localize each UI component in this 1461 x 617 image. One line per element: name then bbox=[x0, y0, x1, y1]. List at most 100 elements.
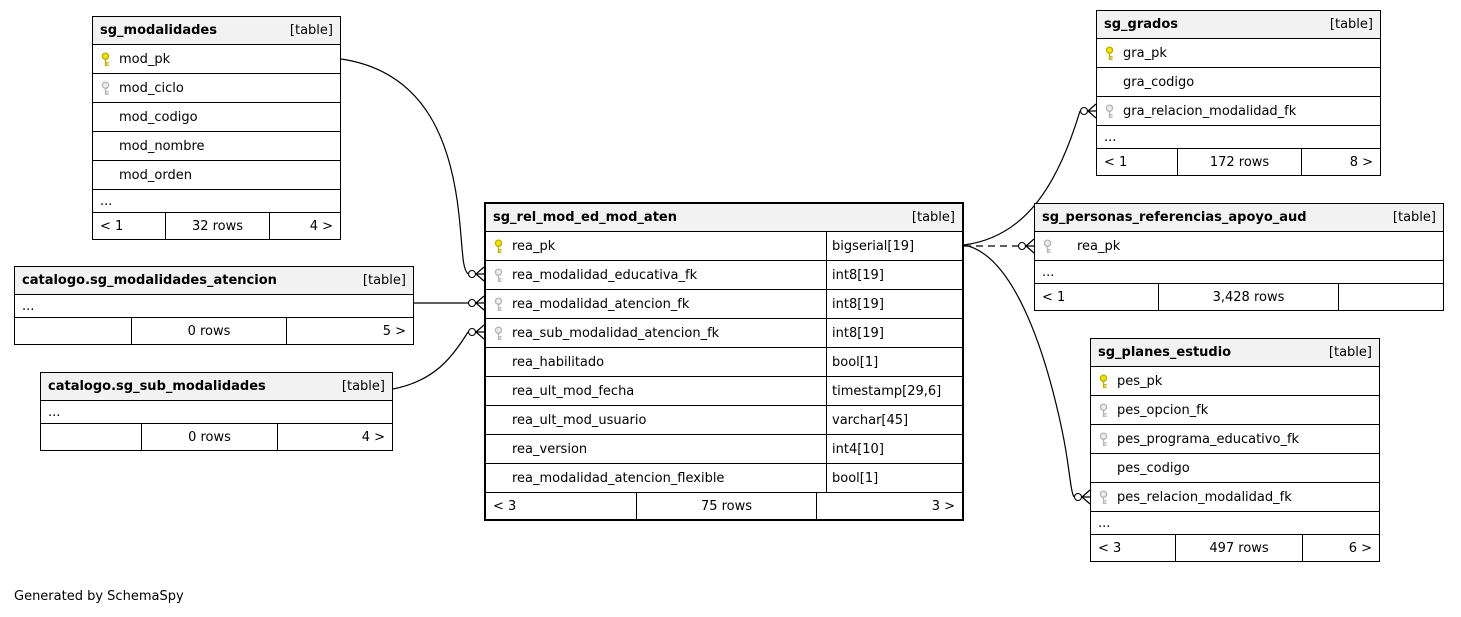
foreign-key-icon bbox=[1091, 402, 1115, 418]
table-row: pes_relacion_modalidad_fk bbox=[1091, 483, 1379, 512]
footer-rowcount: 172 rows bbox=[1177, 149, 1301, 175]
generator-caption: Generated by SchemaSpy bbox=[14, 589, 184, 604]
footer-rowcount: 75 rows bbox=[636, 493, 816, 519]
table-type-badge: [table] bbox=[1329, 17, 1373, 32]
column-name: rea_modalidad_educativa_fk bbox=[512, 267, 698, 283]
table-header[interactable]: catalogo.sg_sub_modalidades [table] bbox=[41, 373, 392, 401]
foreign-key-icon bbox=[486, 267, 510, 283]
column-name: pes_pk bbox=[1117, 373, 1163, 389]
column-type: bool[1] bbox=[826, 348, 962, 376]
table-sg_modalidades[interactable]: sg_modalidades [table] mod_pk mod_ciclo … bbox=[92, 16, 341, 240]
table-type-badge: [table] bbox=[362, 273, 406, 288]
table-row: rea_habilitado bool[1] bbox=[486, 348, 962, 377]
column-type: bigserial[19] bbox=[826, 232, 962, 260]
more-columns-indicator: ... bbox=[41, 401, 392, 424]
table-row: pes_codigo bbox=[1091, 454, 1379, 483]
table-row: gra_pk bbox=[1097, 39, 1380, 68]
table-footer: < 1 172 rows 8 > bbox=[1097, 149, 1380, 175]
table-row: rea_modalidad_educativa_fk int8[19] bbox=[486, 261, 962, 290]
table-header[interactable]: sg_grados [table] bbox=[1097, 11, 1380, 39]
column-name: pes_codigo bbox=[1117, 460, 1190, 476]
edge-sg_rel_mod_ed_mod_aten-to-sg_personas_referencias_apoyo_aud bbox=[964, 238, 1035, 254]
footer-parents: < 3 bbox=[493, 498, 517, 514]
footer-rowcount: 0 rows bbox=[131, 318, 286, 344]
foreign-key-icon bbox=[1097, 103, 1121, 119]
column-name: mod_pk bbox=[119, 51, 171, 67]
footer-parents: < 1 bbox=[1104, 154, 1128, 170]
column-name: mod_ciclo bbox=[119, 80, 184, 96]
table-row: rea_sub_modalidad_atencion_fk int8[19] bbox=[486, 319, 962, 348]
table-row: mod_pk bbox=[93, 45, 340, 74]
table-sg_grados[interactable]: sg_grados [table] gra_pk gra_codigo gra_… bbox=[1096, 10, 1381, 176]
table-footer: < 1 3,428 rows bbox=[1035, 284, 1443, 310]
footer-rowcount: 497 rows bbox=[1175, 535, 1302, 561]
column-name: rea_version bbox=[512, 441, 588, 457]
column-name: rea_modalidad_atencion_flexible bbox=[512, 470, 725, 486]
more-columns-indicator: ... bbox=[15, 295, 413, 318]
column-name: rea_modalidad_atencion_fk bbox=[512, 296, 690, 312]
column-name: mod_codigo bbox=[119, 109, 198, 125]
more-columns-indicator: ... bbox=[1035, 261, 1443, 284]
table-row: mod_orden bbox=[93, 161, 340, 190]
table-row: mod_ciclo bbox=[93, 74, 340, 103]
table-sg_rel_mod_ed_mod_aten[interactable]: sg_rel_mod_ed_mod_aten [table] rea_pk bi… bbox=[484, 202, 964, 521]
footer-rowcount: 32 rows bbox=[165, 213, 269, 239]
foreign-key-icon bbox=[1091, 489, 1115, 505]
column-type: bool[1] bbox=[826, 464, 962, 492]
column-name: rea_ult_mod_usuario bbox=[512, 412, 647, 428]
footer-children: 6 > bbox=[1302, 535, 1379, 561]
table-row: rea_ult_mod_fecha timestamp[29,6] bbox=[486, 377, 962, 406]
table-title: sg_personas_referencias_apoyo_aud bbox=[1042, 210, 1307, 225]
column-name: mod_nombre bbox=[119, 138, 205, 154]
column-type: varchar[45] bbox=[826, 406, 962, 434]
table-row: rea_pk bbox=[1035, 232, 1443, 261]
table-row: rea_ult_mod_usuario varchar[45] bbox=[486, 406, 962, 435]
table-row: pes_pk bbox=[1091, 367, 1379, 396]
table-header[interactable]: sg_rel_mod_ed_mod_aten [table] bbox=[486, 204, 962, 232]
table-catalogo_sg_modalidades_atencion[interactable]: catalogo.sg_modalidades_atencion [table]… bbox=[14, 266, 414, 345]
table-title: sg_grados bbox=[1104, 17, 1179, 32]
table-footer: < 1 32 rows 4 > bbox=[93, 213, 340, 239]
primary-key-icon bbox=[1091, 373, 1115, 389]
column-name: pes_opcion_fk bbox=[1117, 402, 1209, 418]
table-sg_personas_referencias_apoyo_aud[interactable]: sg_personas_referencias_apoyo_aud [table… bbox=[1034, 203, 1444, 311]
more-columns-indicator: ... bbox=[93, 190, 340, 213]
table-row: gra_relacion_modalidad_fk bbox=[1097, 97, 1380, 126]
column-name: rea_sub_modalidad_atencion_fk bbox=[512, 325, 720, 341]
table-row: rea_modalidad_atencion_flexible bool[1] bbox=[486, 464, 962, 493]
footer-children: 4 > bbox=[277, 424, 392, 450]
table-sg_planes_estudio[interactable]: sg_planes_estudio [table] pes_pk pes_opc… bbox=[1090, 338, 1380, 562]
edge-catalogo_sg_modalidades_atencion-to-sg_rel_mod_ed_mod_aten bbox=[414, 295, 485, 311]
column-type: int8[19] bbox=[826, 290, 962, 318]
column-name: gra_pk bbox=[1123, 45, 1167, 61]
table-header[interactable]: catalogo.sg_modalidades_atencion [table] bbox=[15, 267, 413, 295]
table-header[interactable]: sg_planes_estudio [table] bbox=[1091, 339, 1379, 367]
table-type-badge: [table] bbox=[341, 379, 385, 394]
table-title: catalogo.sg_modalidades_atencion bbox=[22, 273, 277, 288]
table-header[interactable]: sg_modalidades [table] bbox=[93, 17, 340, 45]
table-row: gra_codigo bbox=[1097, 68, 1380, 97]
column-name: rea_pk bbox=[1077, 238, 1121, 254]
column-type: int8[19] bbox=[826, 261, 962, 289]
foreign-key-icon bbox=[1091, 431, 1115, 447]
column-type: timestamp[29,6] bbox=[826, 377, 962, 405]
footer-children: 3 > bbox=[816, 493, 962, 519]
foreign-key-icon bbox=[1035, 238, 1059, 254]
more-columns-indicator: ... bbox=[1097, 126, 1380, 149]
table-catalogo_sg_sub_modalidades[interactable]: catalogo.sg_sub_modalidades [table] ... … bbox=[40, 372, 393, 451]
table-row: mod_nombre bbox=[93, 132, 340, 161]
column-type: int8[19] bbox=[826, 319, 962, 347]
footer-children: 8 > bbox=[1301, 149, 1380, 175]
primary-key-icon bbox=[1097, 45, 1121, 61]
primary-key-icon bbox=[486, 238, 510, 254]
table-footer: < 3 497 rows 6 > bbox=[1091, 535, 1379, 561]
table-type-badge: [table] bbox=[289, 23, 333, 38]
footer-children bbox=[1338, 284, 1443, 310]
footer-rowcount: 3,428 rows bbox=[1158, 284, 1338, 310]
table-header[interactable]: sg_personas_referencias_apoyo_aud [table… bbox=[1035, 204, 1443, 232]
table-footer: < 3 75 rows 3 > bbox=[486, 493, 962, 519]
footer-children: 4 > bbox=[269, 213, 340, 239]
table-title: catalogo.sg_sub_modalidades bbox=[48, 379, 266, 394]
column-name: gra_relacion_modalidad_fk bbox=[1123, 103, 1297, 119]
